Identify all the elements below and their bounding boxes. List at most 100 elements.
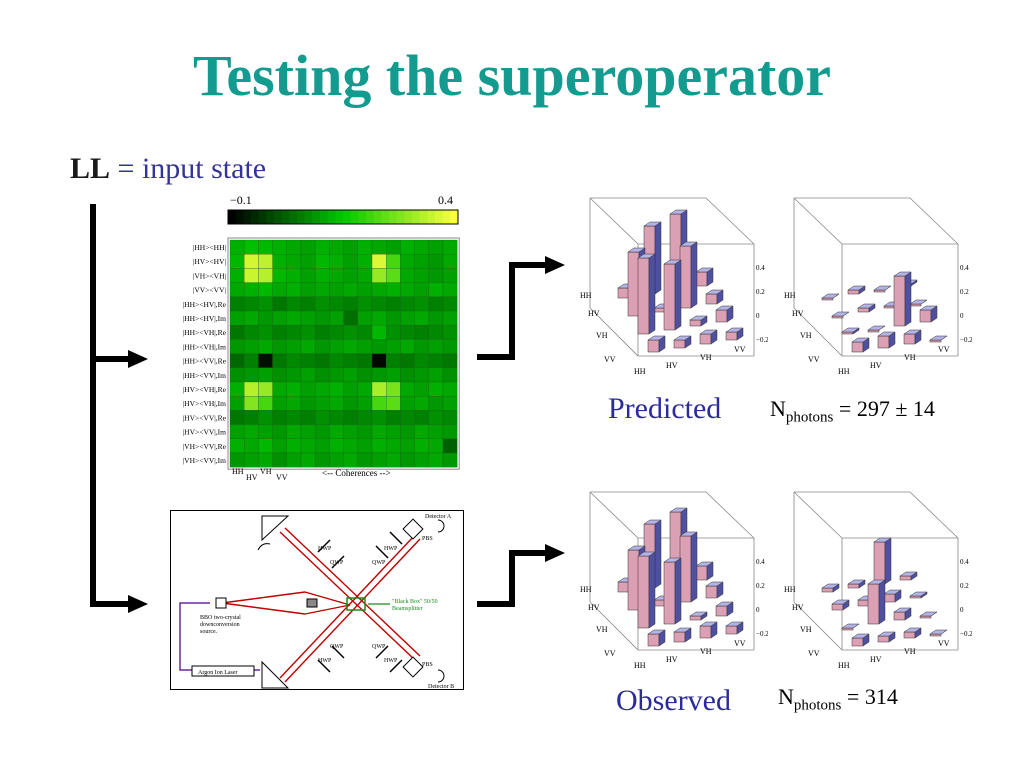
col-axis-label: HH	[634, 661, 646, 670]
bar-3d	[637, 253, 656, 335]
col-axis-label: VH	[904, 353, 916, 362]
heatmap-cell	[244, 438, 259, 454]
bar-3d	[909, 591, 928, 599]
heatmap-cell	[329, 396, 344, 411]
heatmap-cell	[258, 282, 273, 297]
bar-3d	[705, 289, 724, 305]
bar-3d	[873, 537, 892, 585]
colorbar-step	[266, 210, 275, 224]
heatmap-cell	[315, 353, 330, 368]
bbo-label-3: source.	[200, 629, 218, 635]
bar-3d	[689, 611, 708, 621]
bar-3d	[847, 579, 866, 589]
bar-3d	[821, 583, 840, 593]
bar-3d	[841, 623, 860, 631]
heatmap-cell	[272, 353, 287, 368]
heatmap-cell	[343, 367, 358, 383]
qwp-top-right-label: QWP	[372, 560, 386, 566]
heatmap-cell	[329, 353, 344, 368]
hwp-top-right	[389, 531, 403, 545]
heatmap-cell	[329, 438, 344, 454]
colorbar-step	[235, 210, 244, 224]
heatmap-cell	[329, 325, 344, 340]
heatmap-cell	[258, 254, 273, 269]
bar-3d	[899, 571, 918, 581]
heatmap-cell	[229, 452, 245, 468]
heatmap-cell	[414, 239, 429, 255]
heatmap-cell	[442, 239, 458, 255]
heatmap-row-label: |HV><VH|,Im	[183, 399, 227, 408]
heatmap-cell	[400, 381, 415, 397]
heatmap-cell	[315, 296, 330, 312]
heatmap-cell	[414, 410, 429, 425]
colorbar-step	[419, 210, 428, 224]
colorbar-step	[396, 210, 405, 224]
heatmap-cell	[357, 339, 373, 354]
heatmap-row-label: |VH><VH|	[193, 271, 226, 280]
heatmap-cell	[386, 367, 401, 383]
heatmap-cell	[428, 452, 444, 468]
heatmap-cell	[286, 410, 302, 425]
heatmap-cell	[414, 339, 429, 354]
heatmap-cell	[229, 239, 245, 255]
heatmap-cell	[414, 310, 429, 326]
heatmap-cell	[258, 296, 273, 312]
col-axis-label: HH	[634, 367, 646, 376]
heatmap-cell	[428, 410, 444, 425]
heatmap-cell	[386, 282, 401, 297]
heatmap-cell	[428, 239, 444, 255]
bar-3d	[647, 629, 666, 647]
heatmap-cell	[371, 424, 387, 439]
heatmap-cell	[244, 282, 259, 297]
heatmap-cell	[329, 282, 344, 297]
heatmap-cell	[272, 424, 287, 439]
heatmap-cell	[371, 367, 387, 383]
heatmap-cell	[300, 396, 316, 411]
heatmap-cell	[272, 325, 287, 340]
heatmap-cell	[272, 254, 287, 269]
col-axis-label: HV	[666, 361, 678, 370]
z-axis-tick: 0	[960, 606, 964, 614]
colorbar-step	[389, 210, 398, 224]
heatmap-cell	[229, 282, 245, 297]
heatmap-row-label: |HH><VV|,Re	[183, 357, 227, 366]
observed-n-value: = 314	[846, 684, 898, 709]
row-axis-label: VH	[596, 625, 608, 634]
heatmap-cell	[244, 396, 259, 411]
mirror-top	[261, 515, 290, 542]
heatmap-cell	[414, 296, 429, 312]
heatmap-cell	[244, 239, 259, 255]
bar-3d	[689, 315, 708, 327]
heatmap-cell	[315, 282, 330, 297]
bar-3d	[877, 631, 896, 643]
heatmap-cell	[442, 310, 458, 326]
heatmap-cell	[244, 353, 259, 368]
bar-3d	[851, 633, 870, 647]
heatmap-cell	[258, 353, 273, 368]
heatmap-cell	[371, 396, 387, 411]
row-axis-label: HH	[784, 291, 796, 300]
heatmap-cell	[272, 396, 287, 411]
heatmap-cell	[286, 353, 302, 368]
heatmap-cell	[343, 310, 358, 326]
heatmap-cell	[300, 339, 316, 354]
heatmap-cell	[329, 381, 344, 397]
heatmap-cell	[315, 410, 330, 425]
heatmap-cell	[258, 310, 273, 326]
heatmap-cell	[386, 452, 401, 468]
heatmap-cell	[414, 254, 429, 269]
col-axis-label: VV	[938, 639, 950, 648]
z-axis-tick: 0	[960, 312, 964, 320]
z-axis-tick: −0.2	[756, 336, 768, 344]
predicted-n: N	[770, 396, 786, 421]
heatmap-cell	[300, 410, 316, 425]
heatmap-cell	[272, 367, 287, 383]
bar-3d	[699, 621, 718, 639]
argon-laser	[191, 665, 255, 677]
heatmap-cell	[300, 353, 316, 368]
detector-a-label: Detector A	[425, 514, 452, 520]
qwp-top-left-label: QWP	[330, 560, 344, 566]
heatmap-cell	[343, 381, 358, 397]
heatmap-cell	[400, 310, 415, 326]
